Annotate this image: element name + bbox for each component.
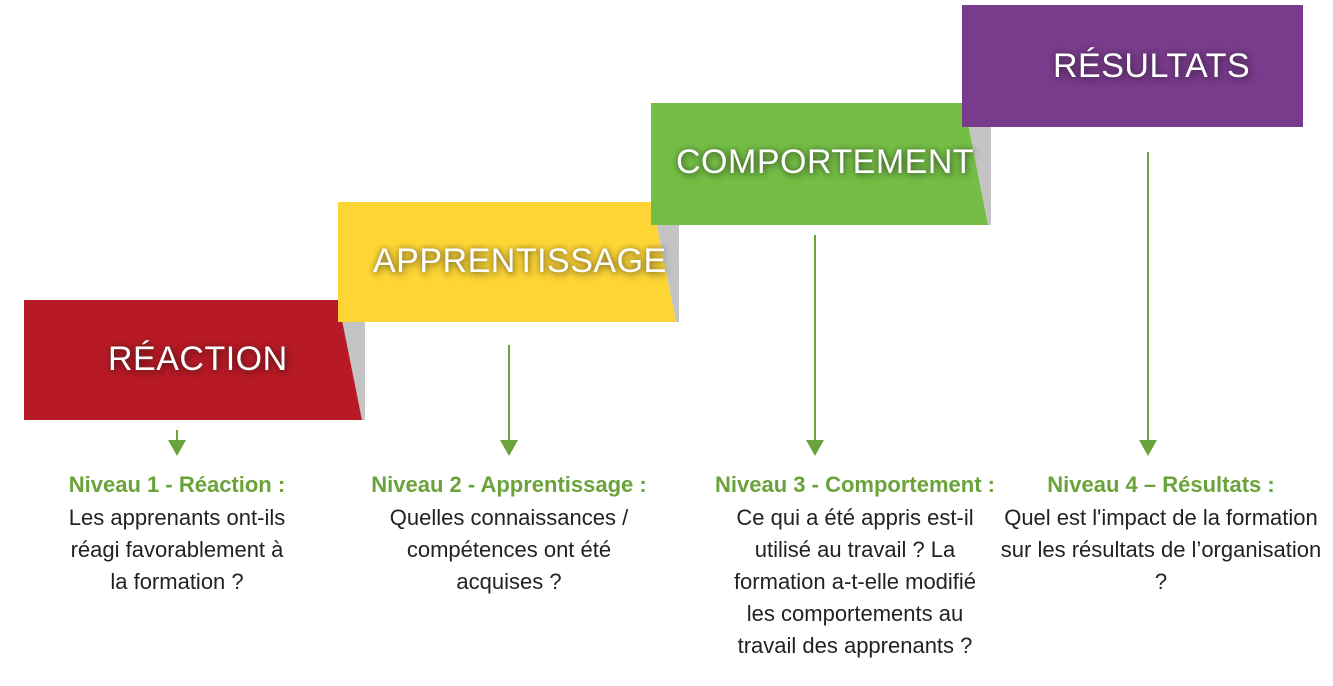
arrow-reaction <box>168 430 186 456</box>
step-apprentissage-box <box>338 202 676 322</box>
step-comportement-label: COMPORTEMENT <box>676 143 975 181</box>
level-1-title: Niveau 1 - Réaction : <box>68 472 286 497</box>
level-2-title: Niveau 2 - Apprentissage : <box>371 472 647 497</box>
level-3-title: Niveau 3 - Comportement : <box>715 472 995 497</box>
step-apprentissage-label: APPRENTISSAGE <box>373 242 667 280</box>
step-resultats-label: RÉSULTATS <box>1053 47 1251 85</box>
step-resultats-box <box>962 5 1303 127</box>
level-2-question: Quelles connaissances / compétences ont … <box>389 505 629 594</box>
arrow-comportement <box>806 235 824 456</box>
level-2-description: Niveau 2 - Apprentissage : Quelles conna… <box>354 472 664 598</box>
level-4-question: Quel est l'impact de la formation sur le… <box>1000 505 1322 594</box>
arrow-resultats <box>1139 152 1157 456</box>
level-4-description: Niveau 4 – Résultats : Quel est l'impact… <box>995 472 1327 598</box>
step-apprentissage-side <box>652 202 679 322</box>
step-comportement-side <box>964 103 991 225</box>
step-comportement-box <box>651 103 988 225</box>
level-4-title: Niveau 4 – Résultats : <box>1047 472 1275 497</box>
step-reaction-box <box>24 300 362 420</box>
level-1-description: Niveau 1 - Réaction : Les apprenants ont… <box>27 472 327 598</box>
step-reaction-label: RÉACTION <box>108 340 288 378</box>
step-reaction-side <box>338 300 365 420</box>
level-3-question: Ce qui a été appris est-il utilisé au tr… <box>733 505 977 658</box>
level-3-description: Niveau 3 - Comportement : Ce qui a été a… <box>695 472 1015 662</box>
level-1-question: Les apprenants ont-ils réagi favorableme… <box>68 505 286 594</box>
arrow-apprentissage <box>500 345 518 456</box>
